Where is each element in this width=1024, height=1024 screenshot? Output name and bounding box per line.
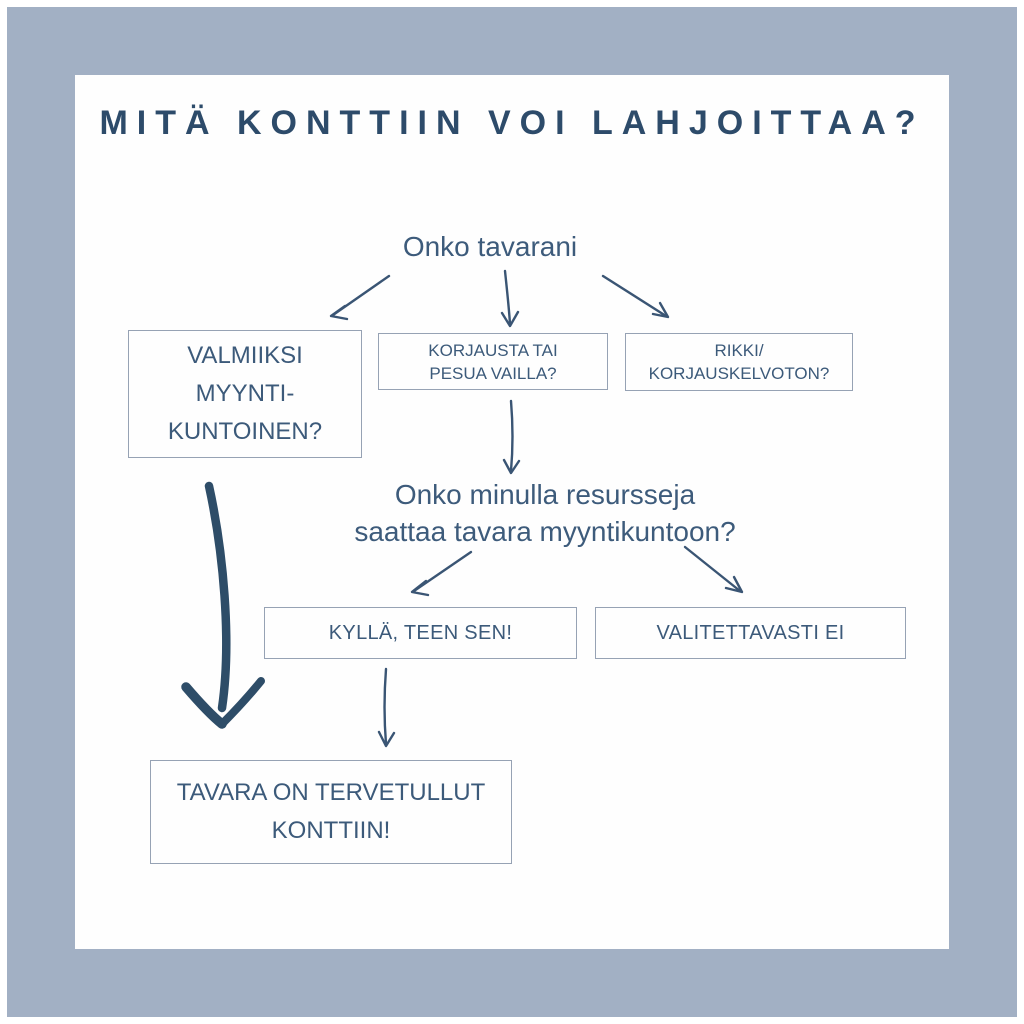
answer-box-no: VALITETTAVASTI EI <box>595 607 906 659</box>
result-box-welcome: TAVARA ON TERVETULLUT KONTTIIN! <box>150 760 512 864</box>
option-box-sale-ready-line: MYYNTI- <box>195 380 295 407</box>
answer-box-no-label: VALITETTAVASTI EI <box>656 621 845 644</box>
option-box-sale-ready-line: VALMIIKSI <box>187 342 303 369</box>
option-box-needs-repair-line: PESUA VAILLA? <box>429 363 557 383</box>
option-box-needs-repair: KORJAUSTA TAI PESUA VAILLA? <box>378 333 608 390</box>
result-box-welcome-line: KONTTIIN! <box>271 817 391 844</box>
resources-question: Onko minulla resursseja saattaa tavara m… <box>95 476 995 550</box>
answer-box-yes-label: KYLLÄ, TEEN SEN! <box>328 621 513 644</box>
option-box-sale-ready-line: KUNTOINEN? <box>167 418 323 445</box>
option-box-needs-repair-line: KORJAUSTA TAI <box>428 340 558 360</box>
option-box-sale-ready: VALMIIKSI MYYNTI- KUNTOINEN? <box>128 330 362 458</box>
option-box-broken: RIKKI/ KORJAUSKELVOTON? <box>625 333 853 391</box>
resources-question-line: Onko minulla resursseja <box>394 479 696 510</box>
resources-question-line: saattaa tavara myyntikuntoon? <box>354 516 736 547</box>
option-box-broken-line: RIKKI/ <box>714 341 764 360</box>
option-box-broken-line: KORJAUSKELVOTON? <box>648 364 830 383</box>
answer-box-yes: KYLLÄ, TEEN SEN! <box>264 607 577 659</box>
root-question: Onko tavarani <box>402 231 578 262</box>
page-title: MITÄ KONTTIIN VOI LAHJOITTAA? <box>99 104 925 142</box>
result-box-welcome-line: TAVARA ON TERVETULLUT <box>176 779 486 806</box>
